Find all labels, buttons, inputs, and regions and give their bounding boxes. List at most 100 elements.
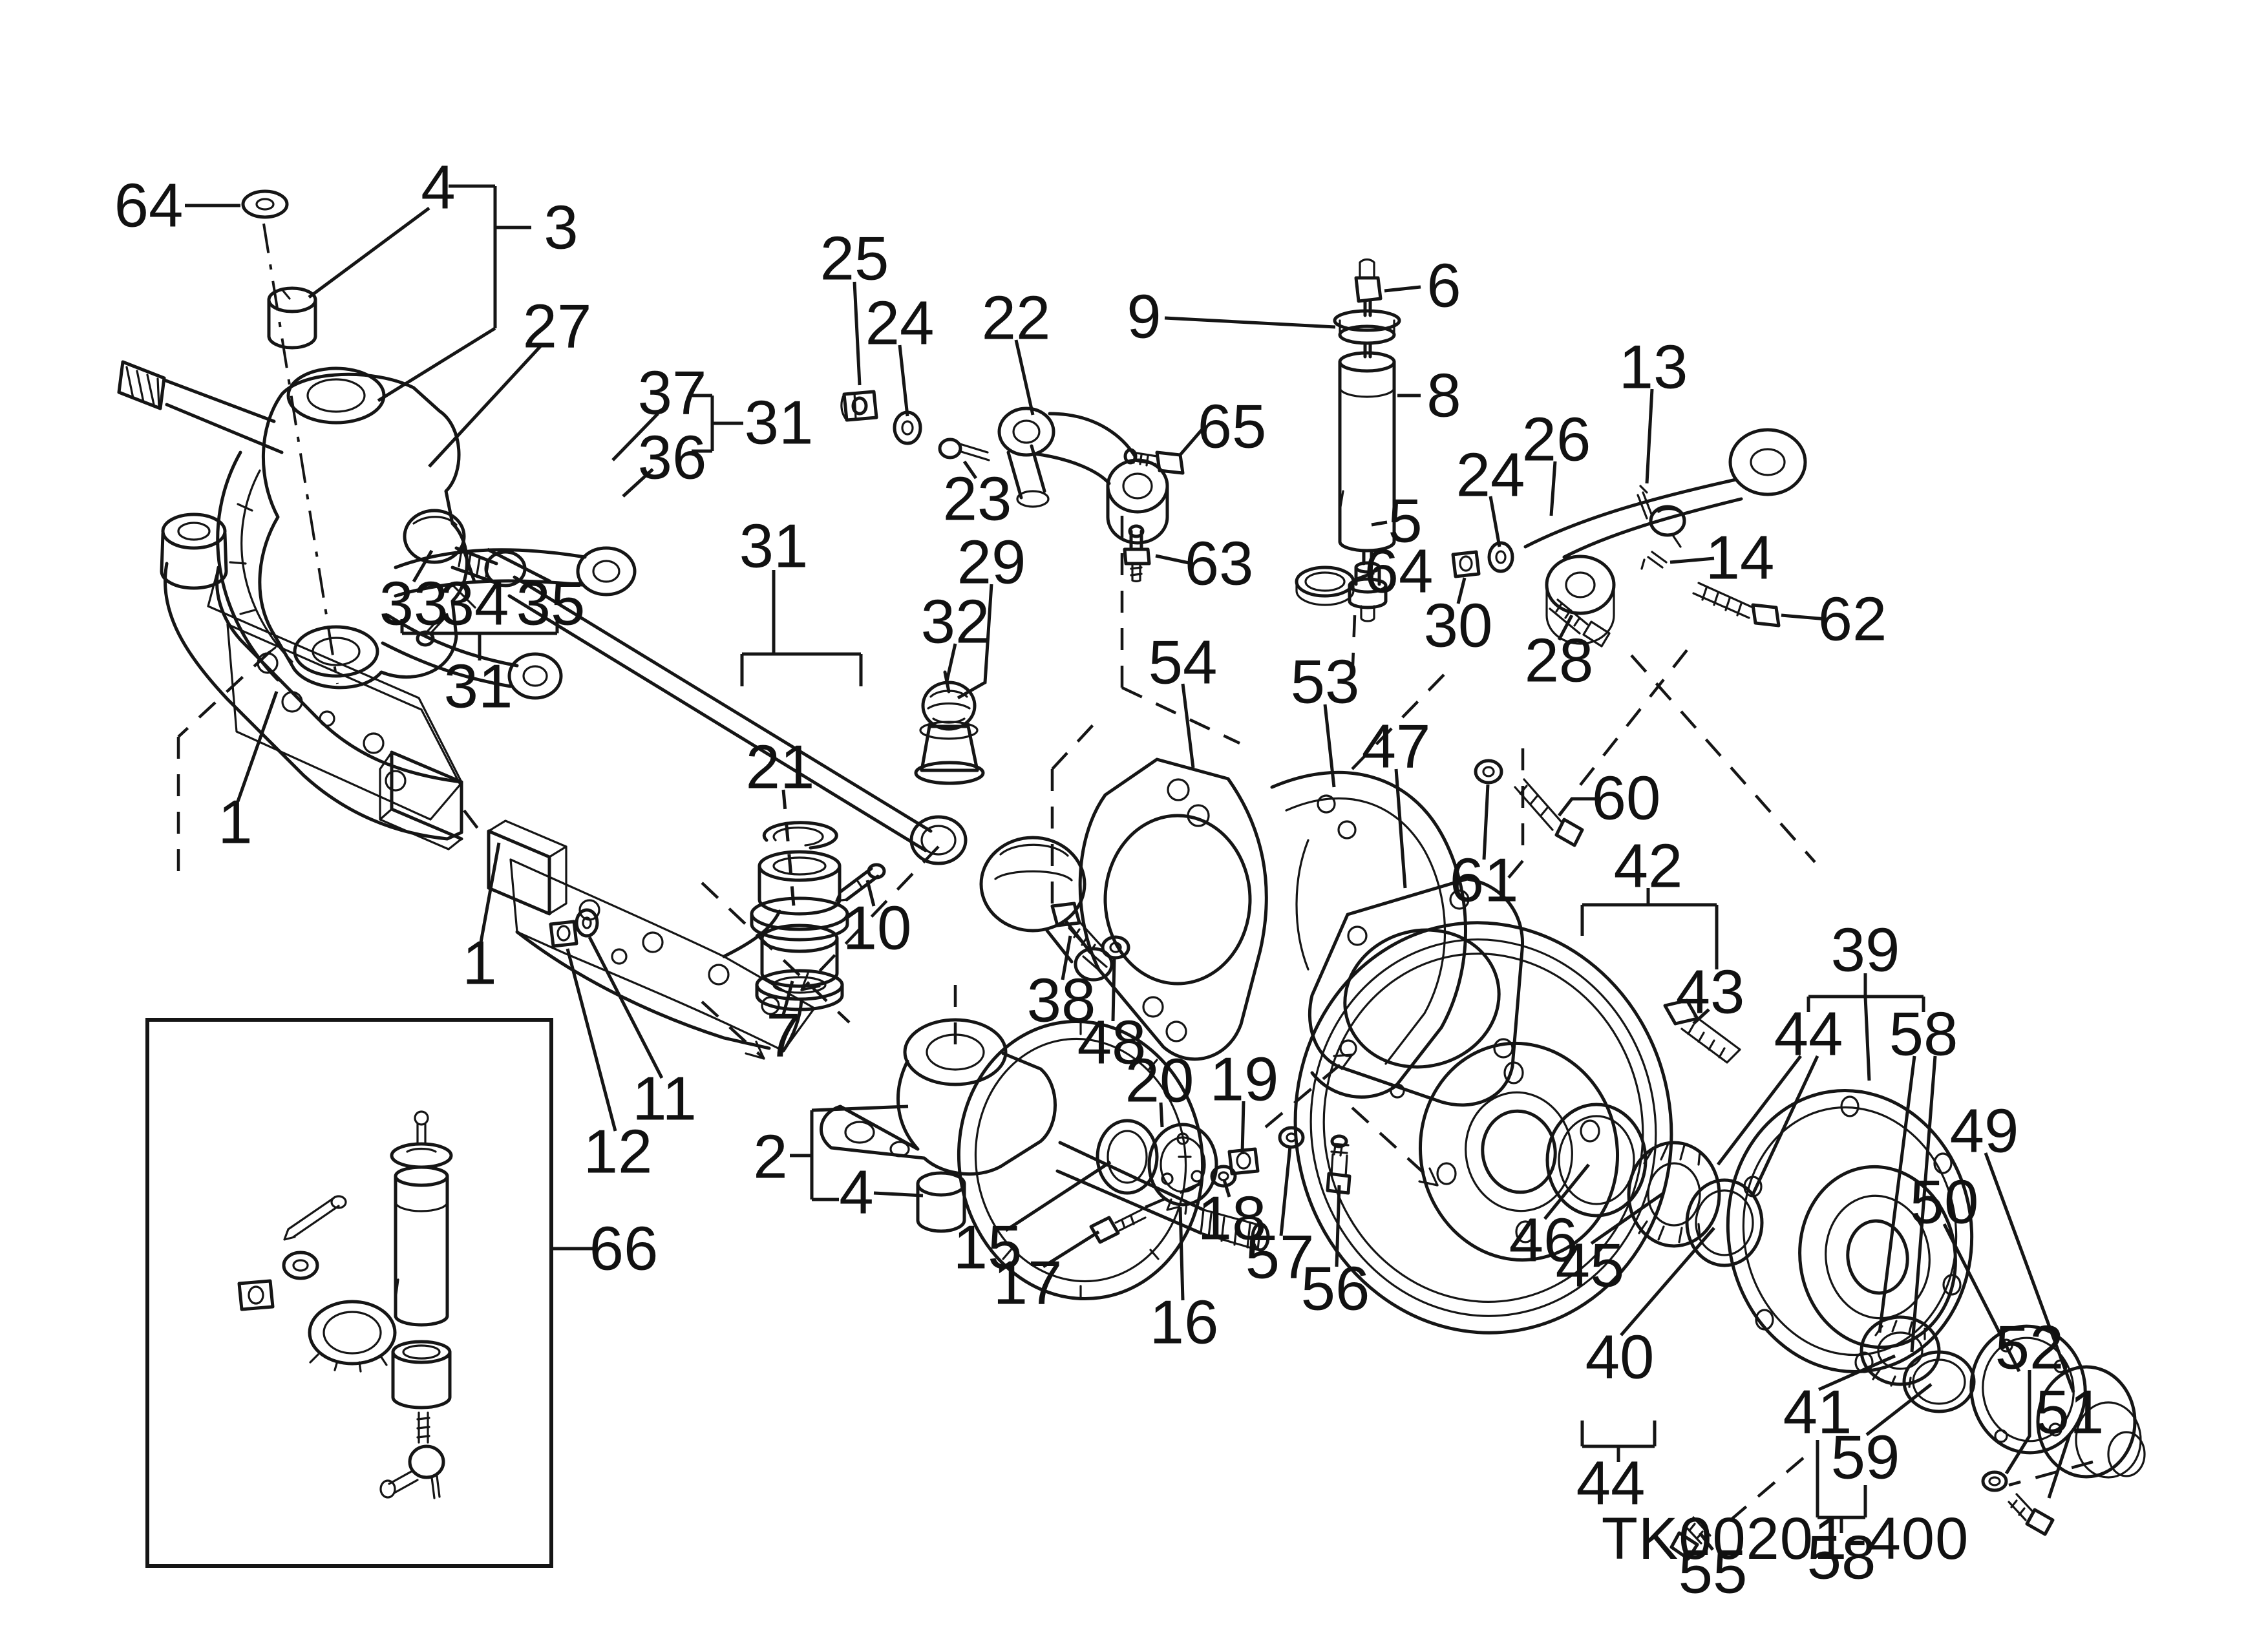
callout-leader-62 <box>1781 613 1827 621</box>
callout-leader-48 <box>1111 958 1116 1022</box>
callout-9: 9 <box>1127 282 1161 352</box>
callout-15: 15 <box>953 1213 1023 1282</box>
callout-leader-43 <box>1692 1008 1710 1025</box>
callout-leader-14 <box>1669 556 1715 564</box>
callout-25: 25 <box>820 224 889 293</box>
callout-44: 44 <box>1774 1000 1843 1069</box>
callout-41: 41 <box>1783 1378 1852 1447</box>
callout-leader-1 <box>236 691 279 802</box>
assembly-dash-line <box>1145 1182 1200 1209</box>
assembly-dash-line <box>1723 1457 1805 1527</box>
callout-10: 10 <box>843 894 912 963</box>
callout-4: 4 <box>839 1158 873 1227</box>
assembly-dash-line <box>701 1000 765 1060</box>
callout-leader-56 <box>1335 1185 1341 1267</box>
callout-30: 30 <box>1424 591 1493 660</box>
left-knuckle-art <box>117 360 637 700</box>
callout-32: 32 <box>921 587 990 657</box>
callout-55: 55 <box>1679 1537 1748 1607</box>
diagram-artwork <box>117 189 2146 1561</box>
hub-cap-art <box>1669 1324 2146 1561</box>
assembly-dash-line <box>177 650 271 738</box>
callout-26: 26 <box>1522 405 1591 474</box>
assembly-dash-line <box>1573 649 1688 794</box>
callout-49: 49 <box>1950 1097 2019 1166</box>
callout-leader-15 <box>1004 1160 1112 1232</box>
callout-leader-64 <box>1353 571 1375 582</box>
callout-leader-59 <box>1865 1383 1933 1436</box>
assembly-dash-line <box>800 845 940 991</box>
assembly-dash-line <box>1051 716 1101 770</box>
callout-leader-32 <box>944 643 957 684</box>
axle-beam-art <box>160 512 886 1053</box>
callout-53: 53 <box>1291 648 1360 717</box>
callout-leader-18 <box>1222 1179 1231 1198</box>
callout-leader-63 <box>1155 554 1192 565</box>
callout-leader-5 <box>1371 520 1388 527</box>
callout-bracket <box>377 326 496 403</box>
callout-56: 56 <box>1301 1254 1370 1324</box>
callout-64: 64 <box>114 171 184 240</box>
assembly-dash-line <box>1264 1053 1353 1128</box>
callout-58: 58 <box>1889 1000 1958 1069</box>
callout-48: 48 <box>1077 1008 1147 1077</box>
callout-11: 11 <box>632 1064 697 1134</box>
callout-leader-9 <box>1164 316 1336 329</box>
callout-leader-29 <box>957 584 993 700</box>
callout-34: 34 <box>440 569 509 639</box>
callout-47: 47 <box>1362 712 1431 781</box>
callout-leader-20 <box>1159 1102 1164 1128</box>
callout-leader-53 <box>1323 704 1336 788</box>
kingpin-washer-bushing-art <box>241 189 317 350</box>
callout-51: 51 <box>2035 1378 2104 1447</box>
callout-brackets <box>377 184 1925 1533</box>
callout-leader-33 <box>412 549 434 583</box>
kit-inset-box <box>145 1018 553 1568</box>
callout-leader-30 <box>1456 577 1467 604</box>
callout-7: 7 <box>766 1001 800 1070</box>
assembly-dash-line <box>1501 748 1525 887</box>
callout-20: 20 <box>1125 1046 1194 1115</box>
callout-leader-44 <box>1751 1055 1819 1196</box>
kingpin-kit-art <box>237 1110 453 1499</box>
assembly-dash-line <box>1351 1106 1439 1187</box>
callout-leader-21 <box>781 789 796 907</box>
callout-46: 46 <box>1509 1206 1578 1275</box>
assembly-dash-line <box>1121 686 1240 745</box>
callout-leader-23 <box>962 460 978 480</box>
callout-leader-65 <box>1178 427 1205 458</box>
callout-leader-60 <box>1558 797 1602 817</box>
callout-21: 21 <box>746 733 815 802</box>
callout-6: 6 <box>1426 251 1461 321</box>
callout-leader-16 <box>1178 1207 1185 1301</box>
callout-59: 59 <box>1831 1423 1900 1492</box>
callout-leader-54 <box>1181 683 1195 768</box>
nut-washer-art <box>840 390 922 445</box>
callout-leader-17 <box>1042 1230 1100 1269</box>
steering-lever-art <box>1451 428 1807 648</box>
callout-leader-22 <box>1014 339 1035 416</box>
assembly-dash-line <box>701 882 851 1024</box>
callout-bracket <box>1863 996 1871 1081</box>
callout-leader-12 <box>566 948 617 1132</box>
knuckle-arm-link-art <box>938 407 1185 545</box>
callout-leader-13 <box>1645 388 1654 484</box>
callout-23: 23 <box>943 465 1012 534</box>
callout-66: 66 <box>589 1214 659 1284</box>
callout-54: 54 <box>1149 628 1218 697</box>
callout-4: 4 <box>421 153 455 222</box>
callout-2: 2 <box>753 1123 787 1192</box>
assembly-dash-line <box>2008 1460 2093 1487</box>
callout-65: 65 <box>1198 392 1267 461</box>
callout-16: 16 <box>1150 1288 1219 1357</box>
callout-leader-38 <box>1061 935 1072 980</box>
callout-40: 40 <box>1585 1323 1655 1392</box>
hub-art <box>1726 1089 1976 1413</box>
callout-58: 58 <box>1807 1523 1876 1592</box>
callout-leader-24 <box>1489 496 1501 547</box>
callout-33: 33 <box>379 569 449 639</box>
callout-60: 60 <box>1592 764 1661 833</box>
assembly-dash-line <box>1630 654 1816 863</box>
